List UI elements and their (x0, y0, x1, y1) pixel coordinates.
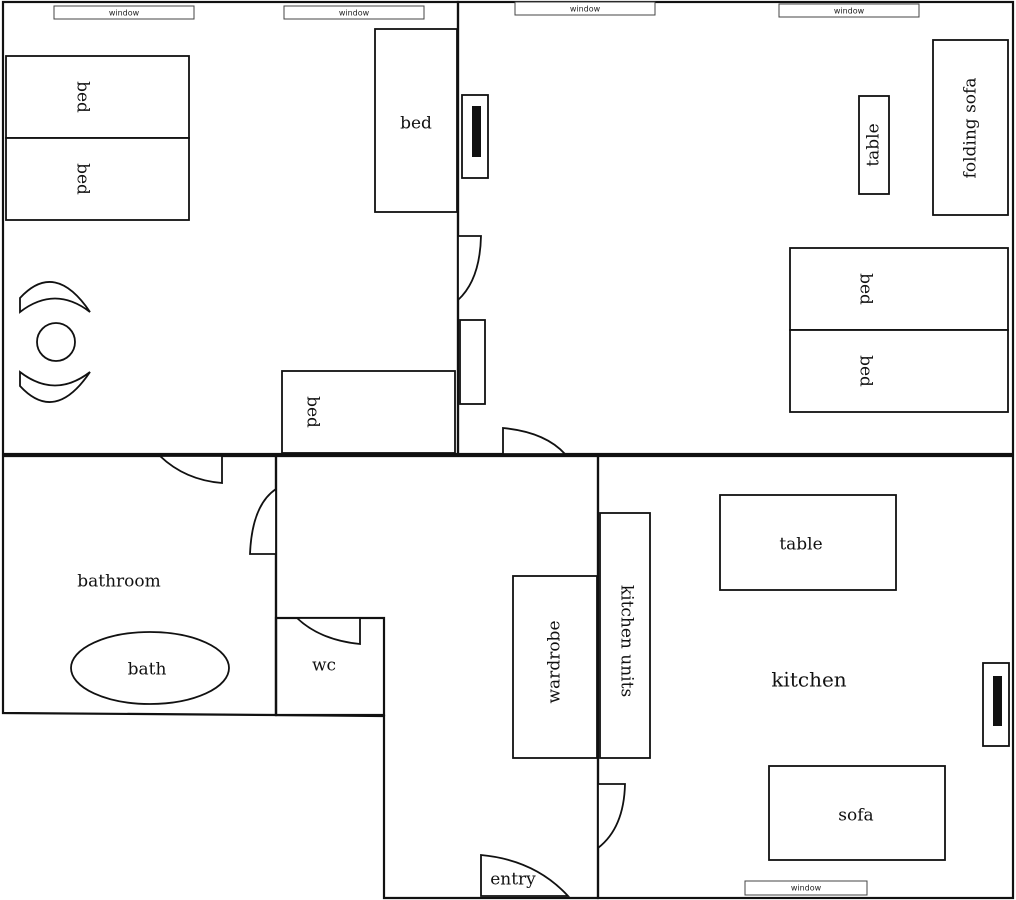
door-bedrooms[interactable] (457, 235, 482, 303)
round-table-with-chairs (19, 281, 91, 403)
kitchen-sofa: sofa (768, 765, 946, 861)
door-bathroom[interactable] (249, 487, 277, 555)
window-label: window (791, 884, 822, 893)
wc-label: wc (312, 656, 336, 676)
entry-label: entry (490, 870, 536, 890)
door-kitchen[interactable] (597, 783, 626, 850)
bed-label: bed (856, 355, 876, 387)
window-label: window (109, 9, 140, 18)
window-top-2: window (283, 5, 425, 20)
bed-bottom-middle: bed (281, 370, 456, 454)
bed-label: bed (73, 81, 93, 113)
window-label: window (834, 7, 865, 16)
bathroom-label: bathroom (77, 572, 161, 592)
kitchen-units-label: kitchen units (617, 585, 637, 697)
folding-sofa: folding sofa (932, 39, 1009, 216)
bed-label: bed (856, 273, 876, 305)
bed-label: bed (303, 396, 323, 428)
window-label: window (339, 9, 370, 18)
table-right-bedroom: table (858, 95, 890, 195)
door-right-bedroom[interactable] (502, 427, 568, 455)
double-bed-right: bed bed (789, 247, 1009, 413)
door-entry[interactable] (480, 854, 571, 897)
bedroom-right-walls (456, 0, 1015, 456)
window-top-4: window (778, 3, 920, 18)
table-label: table (864, 123, 884, 166)
window-kitchen-bottom: window (744, 880, 868, 896)
wardrobe-label: wardrobe (545, 621, 565, 704)
window-label: window (570, 5, 601, 14)
folding-sofa-label: folding sofa (961, 78, 981, 179)
heater-kitchen (982, 662, 1010, 747)
bed-label: bed (400, 114, 432, 134)
bed-label: bed (73, 163, 93, 195)
kitchen-units: kitchen units (599, 512, 651, 759)
window-top-1: window (53, 5, 195, 20)
kitchen-label: kitchen (771, 668, 846, 692)
kitchen-walls (596, 454, 1015, 900)
heater-right-bedroom (461, 94, 489, 179)
bath-label: bath (128, 660, 167, 680)
window-top-3: window (514, 1, 656, 16)
bath: bath (70, 631, 230, 705)
door-wc[interactable] (294, 617, 361, 645)
kitchen-table: table (719, 494, 897, 591)
sofa-label: sofa (838, 806, 873, 826)
small-cabinet (459, 319, 486, 405)
double-bed-left: bed bed (5, 55, 190, 221)
door-left-bedroom[interactable] (157, 455, 223, 484)
bed-top-middle: bed (374, 28, 458, 213)
table-label: table (779, 535, 822, 555)
wardrobe: wardrobe (512, 575, 598, 759)
